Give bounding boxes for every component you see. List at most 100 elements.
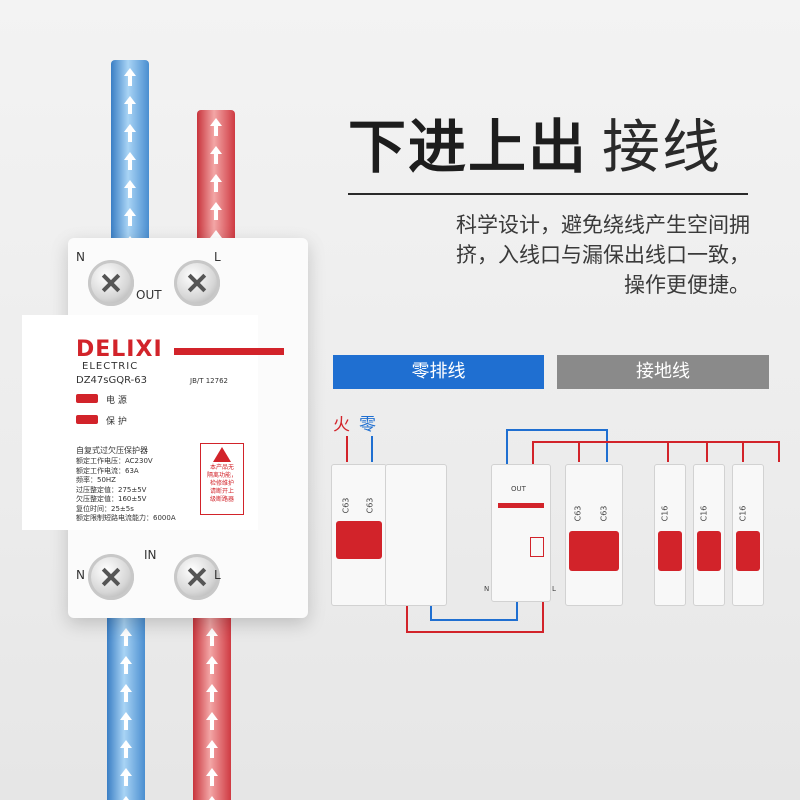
protect-indicator — [76, 415, 98, 424]
power-indicator — [76, 394, 98, 403]
neutral-wire-top — [111, 60, 149, 260]
neutral-wire-bottom — [107, 592, 145, 800]
out-label: OUT — [511, 485, 526, 493]
terminal-label-n-bottom: N — [76, 568, 85, 582]
protector-live-out — [532, 441, 780, 468]
wiring-diagram: 火 零 C63 C63 OUT — [325, 400, 795, 640]
arrow-up-icon — [124, 68, 136, 86]
brand-bar — [174, 348, 284, 355]
arrow-up-icon — [206, 768, 218, 786]
arrow-column — [111, 60, 149, 256]
arrow-up-icon — [120, 768, 132, 786]
breaker-handle — [658, 531, 682, 571]
breaker-handle — [336, 521, 382, 559]
spec-line: 复位时间：25±5s — [76, 504, 134, 513]
arrow-up-icon — [210, 202, 222, 220]
warning-icon — [213, 447, 231, 462]
rating-label: C63 — [573, 505, 583, 522]
description-line: 科学设计，避免绕线产生空间拥 — [456, 213, 750, 237]
arrow-up-icon — [210, 118, 222, 136]
model-number: DZ47sGQR-63 — [76, 375, 147, 386]
arrow-up-icon — [120, 712, 132, 730]
power-indicator-label: 电 源 — [106, 396, 127, 406]
arrow-up-icon — [124, 152, 136, 170]
warning-line: 级断路器 — [209, 496, 234, 503]
live-wire-bottom — [193, 592, 231, 800]
branch-breaker-c16: C16 — [654, 464, 686, 606]
arrow-up-icon — [210, 146, 222, 164]
warning-label: 本产品无隔离功能，检修维护请断开上级断路器 — [200, 443, 244, 515]
arrow-up-icon — [206, 712, 218, 730]
rating-label: C63 — [599, 505, 609, 522]
rating-label: C63 — [341, 497, 351, 514]
terminal-screw-icon — [174, 554, 220, 600]
arrow-up-icon — [124, 208, 136, 226]
branch-breaker-c16: C16 — [732, 464, 764, 606]
protector-neutral-out — [506, 429, 608, 468]
leakage-module — [385, 464, 447, 606]
terminal-screw-icon — [88, 554, 134, 600]
warning-line: 本产品无 — [209, 464, 234, 471]
terminal-label-l-bottom: L — [214, 568, 221, 582]
out-label: OUT — [136, 288, 162, 302]
live-wire-top — [197, 110, 235, 260]
product-title: 自复式过欠压保护器 — [76, 446, 148, 455]
arrow-column — [197, 110, 235, 250]
arrow-up-icon — [120, 656, 132, 674]
live-label: 火 — [333, 415, 350, 435]
arrow-column — [107, 592, 145, 800]
voltage-protector: N L OUT DELIXI ELECTRIC DZ47sGQR-63 JB/T… — [22, 238, 308, 618]
breaker-handle — [697, 531, 721, 571]
arrow-up-icon — [206, 628, 218, 646]
spec-line: 额定工作电压：AC230V — [76, 457, 153, 465]
warning-line: 请断开上 — [209, 488, 234, 495]
headline-bold: 下进上出 — [348, 113, 589, 181]
tab-ground-bar: 接地线 — [557, 355, 769, 389]
arrow-up-icon — [120, 740, 132, 758]
main-breaker-c63: C63 C63 — [565, 464, 623, 606]
faceplate: DELIXI ELECTRIC DZ47sGQR-63 JB/T 12762 电… — [22, 315, 284, 530]
spec-line: 欠压整定值：160±5V — [76, 495, 147, 503]
l-label: L — [552, 585, 556, 593]
mini-brand — [498, 503, 544, 508]
terminal-screw-icon — [174, 260, 220, 306]
standard-number: JB/T 12762 — [190, 377, 228, 385]
terminal-label-l-top: L — [214, 250, 221, 264]
brand-logo: DELIXI — [76, 337, 163, 362]
arrow-up-icon — [124, 96, 136, 114]
spec-line: 过压整定值：275±5V — [76, 485, 147, 494]
arrow-up-icon — [124, 180, 136, 198]
rating-label: C16 — [738, 505, 748, 522]
arrow-up-icon — [206, 684, 218, 702]
wiring-lines — [346, 429, 780, 633]
terminal-screw-icon — [88, 260, 134, 306]
rating-label: C63 — [365, 497, 375, 514]
description-line: 挤，入线口与漏保出线口一致， — [456, 243, 750, 267]
spec-line: 额定工作电流：63A — [76, 466, 139, 475]
branch-breaker-c16: C16 — [693, 464, 725, 606]
arrow-up-icon — [123, 796, 129, 800]
mini-warning — [530, 537, 544, 557]
warning-line: 隔离功能， — [206, 472, 237, 479]
neutral-label: 零 — [359, 415, 376, 435]
tab-neutral-bar: 零排线 — [333, 355, 544, 389]
warning-text: 本产品无隔离功能，检修维护请断开上级断路器 — [201, 464, 243, 504]
terminal-label-n-top: N — [76, 250, 85, 264]
warning-line: 检修维护 — [209, 480, 234, 487]
headline-light: 接线 — [602, 113, 723, 181]
spec-line: 频率：50HZ — [76, 476, 116, 484]
rating-label: C16 — [660, 505, 670, 522]
breaker-handle — [736, 531, 760, 571]
arrow-up-icon — [206, 740, 218, 758]
arrow-up-icon — [206, 656, 218, 674]
in-label: IN — [144, 548, 157, 562]
brand-sub: ELECTRIC — [82, 361, 139, 372]
headline-divider — [348, 193, 748, 195]
description: 科学设计，避免绕线产生空间拥 挤，入线口与漏保出线口一致， 操作更便捷。 — [320, 210, 750, 300]
spec-line: 额定限制短路电流能力：6000A — [76, 514, 176, 522]
arrow-column — [193, 592, 231, 800]
description-line: 操作更便捷。 — [624, 273, 750, 297]
breaker-handle — [569, 531, 619, 571]
